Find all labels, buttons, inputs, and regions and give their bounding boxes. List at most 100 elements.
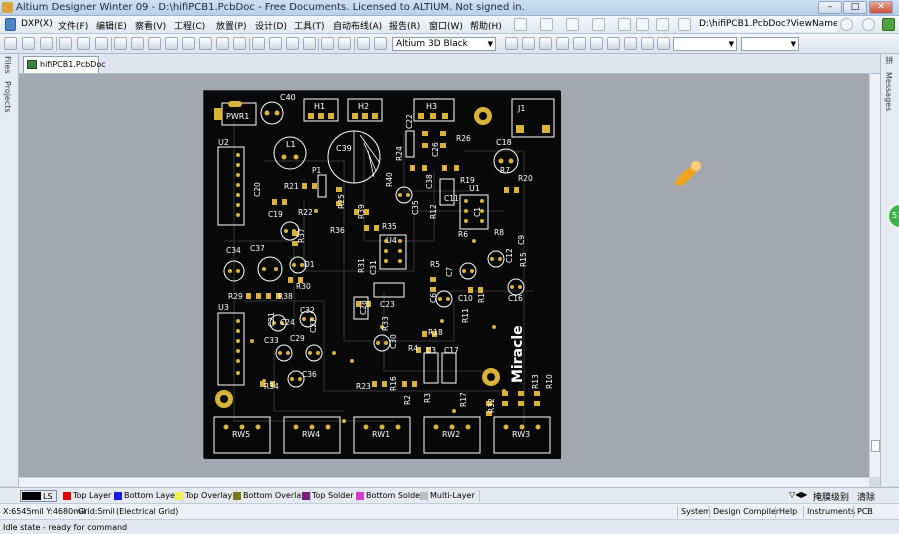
move-icon[interactable] [269,37,282,50]
redo-icon[interactable] [338,37,351,50]
open-icon[interactable] [22,37,35,50]
move-selection-icon[interactable] [286,37,299,50]
back-icon[interactable] [840,18,853,31]
3d-view-icon[interactable] [95,37,108,50]
vertical-scroll-thumb[interactable] [871,440,880,452]
view-config-select[interactable]: Altium 3D Black ▼ [392,37,496,51]
navigate-icon[interactable] [882,18,895,31]
grid-icon[interactable] [618,18,631,31]
menu-design[interactable]: 设计(D) [255,22,287,32]
component-place-icon[interactable] [657,37,670,50]
label-r18: R18 [428,328,443,337]
mask-level-button[interactable]: 掩膜级别 [813,493,850,503]
layer-scroll-arrows-icon[interactable]: ▽◀▶ [789,490,808,499]
multi-route-icon[interactable] [539,37,552,50]
deselect-icon[interactable] [303,37,316,50]
layer-tab-bottom-overlay[interactable]: Bottom Overlay [232,490,311,502]
menu-tools[interactable]: 工具(T) [294,22,325,32]
label-rw3: RW3 [512,430,530,439]
panel-button-pcb[interactable]: PCB [853,506,876,518]
paste-icon[interactable] [199,37,212,50]
menu-window[interactable]: 窗口(W) [429,22,463,32]
zoom-fit-icon[interactable] [114,37,127,50]
cross-probe-icon[interactable] [148,37,161,50]
label-rw5: RW5 [232,430,250,439]
maximize-button[interactable]: □ [843,1,867,14]
clear-button[interactable]: 清除 [857,493,876,503]
panel-tab-pin[interactable]: 拼 [885,56,894,64]
panel-button-design-compiler[interactable]: Design Compiler [709,506,782,518]
hatch-icon[interactable] [678,18,691,31]
menu-help[interactable]: 帮助(H) [470,22,502,32]
menu-dxp[interactable]: DXP(X) [21,19,53,29]
highlight-icon[interactable] [656,18,669,31]
tab-hifipcb1[interactable]: hifiPCB1.PcbDoc [23,56,106,73]
minimize-button[interactable]: – [818,1,842,14]
panel-tab-messages[interactable]: Messages [884,72,893,112]
filter-select-2[interactable]: ▼ [741,37,799,51]
layer-tab-bottom-solder[interactable]: Bottom Solder [355,490,429,502]
document-path-field[interactable]: D:\hifiPCB1.PcbDoc?ViewName [699,18,837,32]
menu-file[interactable]: 文件(F) [58,22,89,32]
panel-button-system[interactable]: System [677,506,714,518]
menu-view[interactable]: 察看(V) [135,22,167,32]
string-icon[interactable] [641,37,654,50]
pcb-workspace[interactable]: PWR1 C40 H1 H2 H3 [19,74,869,477]
menu-autoroute[interactable]: 自动布线(A) [333,22,383,32]
snap-icon[interactable] [636,18,649,31]
paste-array-icon[interactable] [233,37,246,50]
panel-tab-files[interactable]: Files [3,56,12,74]
panel-button-instruments[interactable]: Instruments [803,506,858,518]
panel-button-help[interactable]: Help [775,506,800,518]
label-c10: C10 [458,294,473,303]
floating-badge[interactable]: 53 [887,203,899,229]
zoom-selected-icon[interactable] [131,37,144,50]
close-button[interactable]: ✕ [869,1,893,14]
pcb-document-icon [27,60,37,69]
cut-icon[interactable] [165,37,178,50]
polygon-icon[interactable] [624,37,637,50]
rubber-stamp-icon[interactable] [216,37,229,50]
measure-icon[interactable] [357,37,370,50]
pcb-board[interactable]: PWR1 C40 H1 H2 H3 [203,90,561,459]
new-document-icon[interactable] [4,37,17,50]
menu-reports[interactable]: 报告(R) [389,22,421,32]
zoom-area-icon[interactable] [77,37,90,50]
save-icon[interactable] [40,37,53,50]
help-icon[interactable] [374,37,387,50]
wire-tool-icon[interactable] [514,18,527,31]
layer-tab-multi-layer[interactable]: Multi-Layer [419,490,480,502]
arc-icon[interactable] [590,37,603,50]
menu-edit[interactable]: 编辑(E) [96,22,127,32]
vertical-scrollbar[interactable] [869,74,880,477]
pad-icon[interactable] [556,37,569,50]
print-icon[interactable] [59,37,72,50]
menu-place[interactable]: 放置(P) [216,22,247,32]
via-icon[interactable] [573,37,586,50]
layer-swatch [175,492,183,500]
layer-tab-top-solder[interactable]: Top Solder [301,490,359,502]
chevron-down-icon: ▼ [487,40,493,48]
text-tool-icon[interactable] [566,18,579,31]
filter-select-1[interactable]: ▼ [673,37,737,51]
dxp-icon[interactable] [5,18,16,31]
interactive-route-icon[interactable] [505,37,518,50]
undo-icon[interactable] [321,37,334,50]
copy-icon[interactable] [182,37,195,50]
label-c23: C23 [380,300,395,309]
diff-pair-route-icon[interactable] [522,37,535,50]
layer-ls[interactable]: LS [20,490,57,502]
small-capacitor-group [223,186,525,388]
layer-tab-top-layer[interactable]: Top Layer [62,490,117,502]
layer-label: Top Solder [312,491,354,500]
panel-tab-projects[interactable]: Projects [3,81,12,113]
fill-icon[interactable] [607,37,620,50]
menu-project[interactable]: 工程(C) [174,22,206,32]
component-icon[interactable] [592,18,605,31]
layer-tab-bottom-layer[interactable]: Bottom Layer [113,490,184,502]
forward-icon[interactable] [862,18,875,31]
horizontal-scrollbar[interactable] [19,477,869,487]
select-area-icon[interactable] [252,37,265,50]
arrange-icon[interactable] [540,18,553,31]
layer-tab-top-overlay[interactable]: Top Overlay [174,490,238,502]
